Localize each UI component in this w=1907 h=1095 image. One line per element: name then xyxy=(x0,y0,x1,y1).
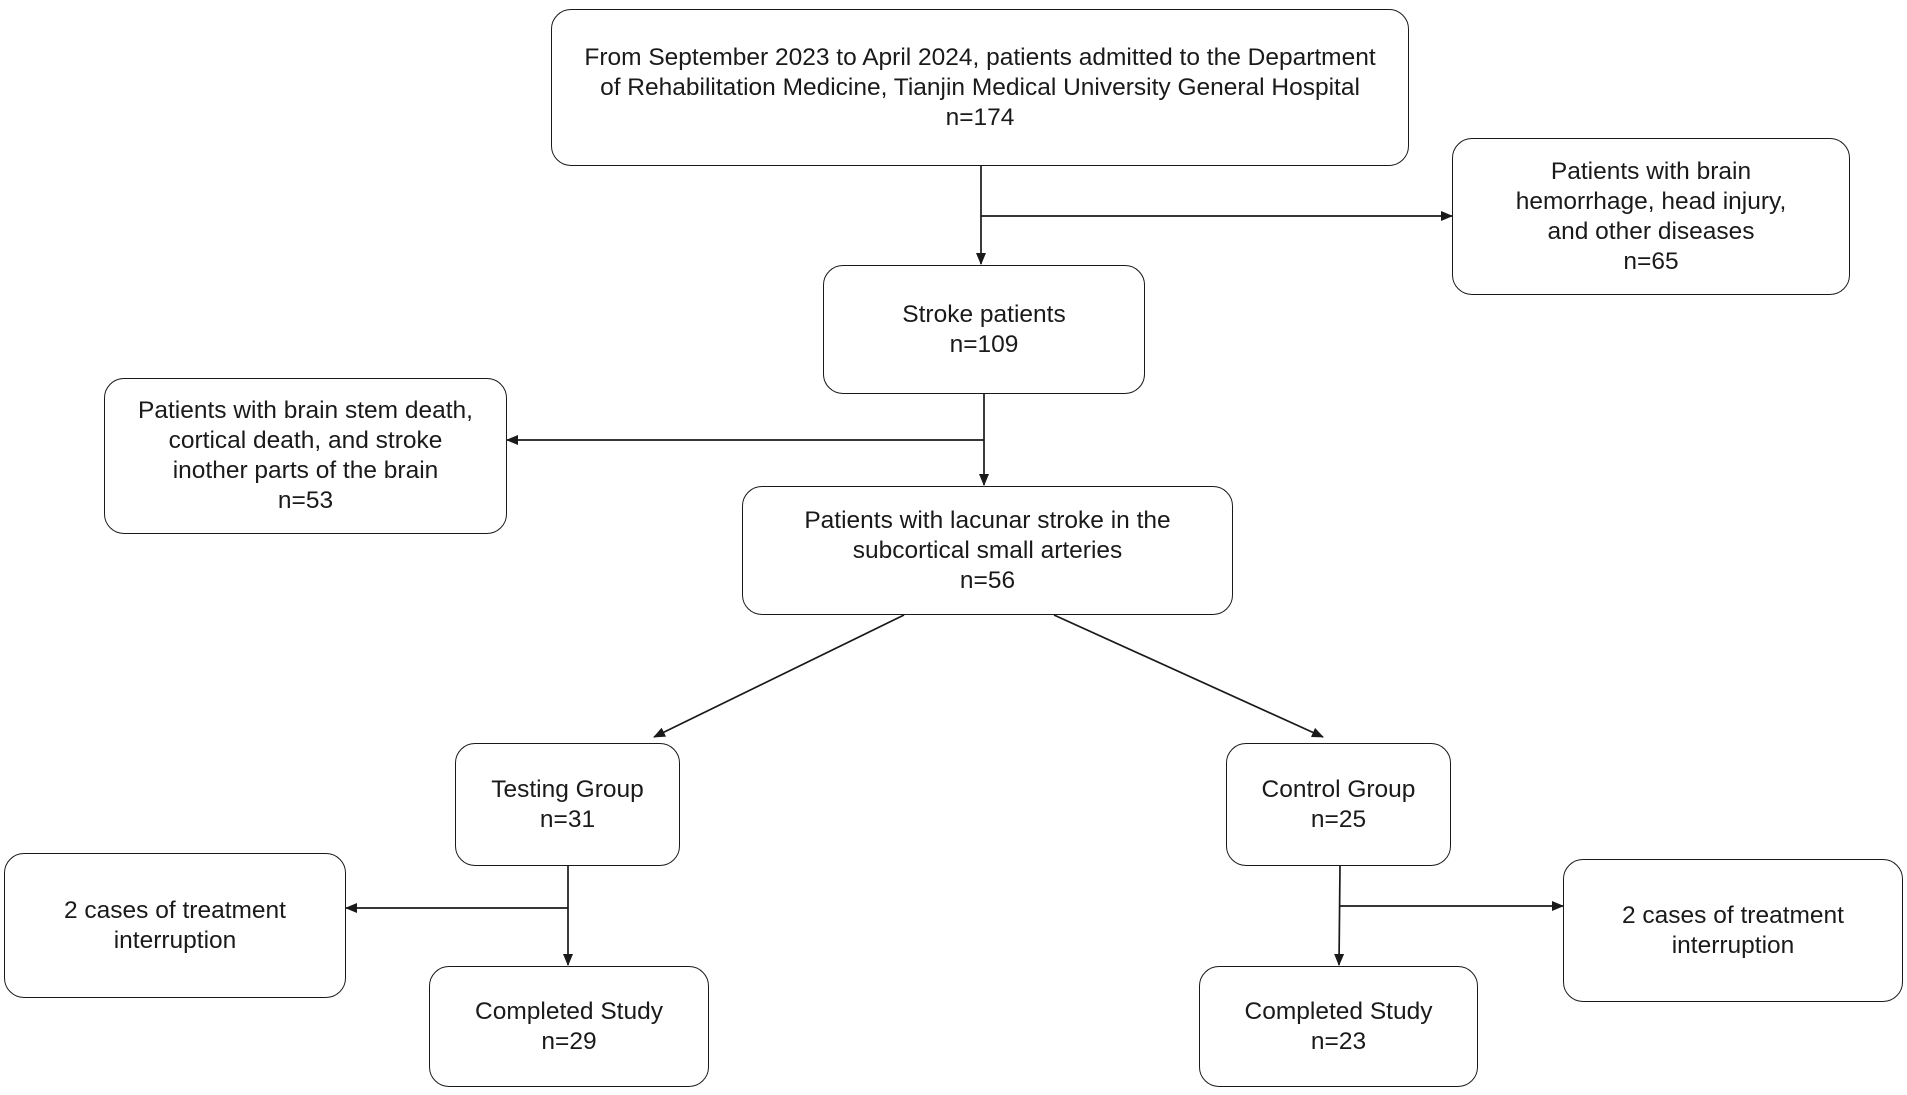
testing-dropout-line-1: 2 cases of treatment xyxy=(64,896,286,924)
control-group-label: Control Group xyxy=(1261,775,1416,803)
testing-completed-count: n=29 xyxy=(541,1027,597,1055)
excluded-other-line-3: and other diseases xyxy=(1547,217,1755,245)
excluded-other-line-1: Patients with brain xyxy=(1550,157,1752,185)
lacunar-line-2: subcortical small arteries xyxy=(852,536,1123,564)
control-dropout-line-2: interruption xyxy=(1671,931,1795,959)
excluded-brainstem-box: Patients with brain stem death, cortical… xyxy=(104,378,507,534)
control-dropout-line-1: 2 cases of treatment xyxy=(1622,901,1844,929)
testing-dropout-line-2: interruption xyxy=(113,926,237,954)
excluded-brainstem-line-1: Patients with brain stem death, xyxy=(137,397,473,424)
lacunar-line-1: Patients with lacunar stroke in the xyxy=(804,506,1171,534)
excluded-other-count: n=65 xyxy=(1623,247,1679,275)
lacunar-count: n=56 xyxy=(959,566,1016,594)
control-dropout-box: 2 cases of treatment interruption xyxy=(1563,859,1903,1002)
admitted-line-2: of Rehabilitation Medicine, Tianjin Medi… xyxy=(600,73,1360,101)
testing-group-label: Testing Group xyxy=(491,775,644,803)
testing-group-count: n=31 xyxy=(539,805,596,833)
admitted-count: n=174 xyxy=(945,103,1015,131)
control-group-count: n=25 xyxy=(1310,805,1367,833)
excluded-brainstem-line-3: inother parts of the brain xyxy=(172,457,439,484)
arrow-control-to-completed xyxy=(1334,865,1345,966)
testing-completed-box: Completed Study n=29 xyxy=(429,966,709,1087)
control-completed-label: Completed Study xyxy=(1244,997,1433,1025)
excluded-brainstem-count: n=53 xyxy=(277,487,334,514)
testing-group-box: Testing Group n=31 xyxy=(455,743,680,866)
lacunar-box: Patients with lacunar stroke in the subc… xyxy=(742,486,1233,615)
stroke-count: n=109 xyxy=(949,330,1019,358)
excluded-other-line-2: hemorrhage, head injury, xyxy=(1515,187,1787,215)
admitted-box: From September 2023 to April 2024, patie… xyxy=(551,9,1409,166)
testing-completed-label: Completed Study xyxy=(475,997,663,1025)
testing-dropout-box: 2 cases of treatment interruption xyxy=(4,853,346,998)
arrow-lacunar-to-control xyxy=(1053,614,1324,738)
excluded-brainstem-line-2: cortical death, and stroke xyxy=(168,427,443,454)
excluded-other-box: Patients with brain hemorrhage, head inj… xyxy=(1452,138,1850,295)
control-completed-box: Completed Study n=23 xyxy=(1199,966,1478,1087)
control-completed-count: n=23 xyxy=(1310,1027,1367,1055)
admitted-line-1: From September 2023 to April 2024, patie… xyxy=(584,43,1376,71)
arrow-lacunar-to-testing xyxy=(653,614,905,738)
stroke-line-1: Stroke patients xyxy=(902,300,1066,328)
control-group-box: Control Group n=25 xyxy=(1226,743,1451,866)
stroke-box: Stroke patients n=109 xyxy=(823,265,1145,394)
